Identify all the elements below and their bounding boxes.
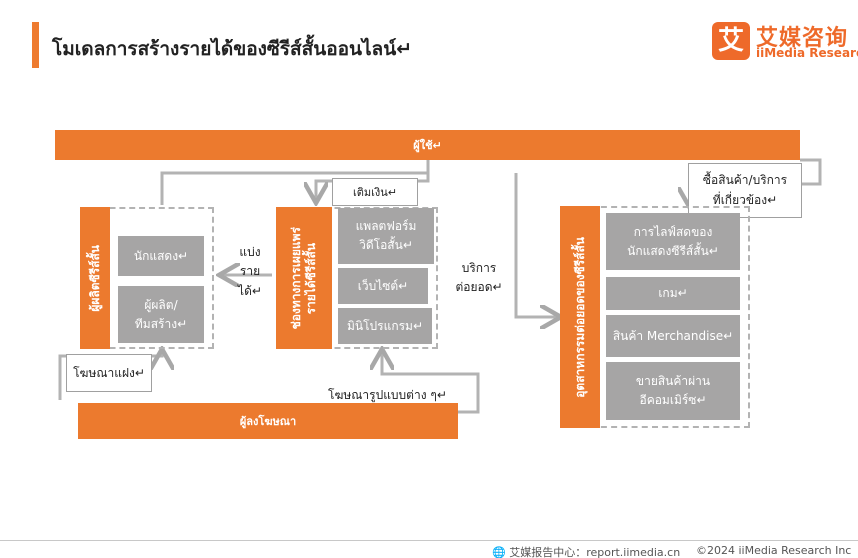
top-up-label: เติมเงิน↵ xyxy=(332,178,418,206)
ad-forms-label: โฆษณารูปแบบต่าง ๆ↵ xyxy=(328,388,447,402)
purchase-label: ซื้อสินค้า/บริการ ที่เกี่ยวข้อง↵ xyxy=(688,163,802,218)
users-bar-label: ผู้ใช้↵ xyxy=(413,139,442,152)
distribution-side-label: ช่องทางการเผยแพร่ รายได้ซีรีส์สั้น xyxy=(289,226,318,330)
industry-item-ecommerce: ขายสินค้าผ่าน อีคอมเมิร์ซ↵ xyxy=(606,362,740,420)
industry-side-bar: อุตสาหกรรมต่อยอดของซีรีส์สั้น xyxy=(560,206,600,428)
purchase-label-text: ซื้อสินค้า/บริการ ที่เกี่ยวข้อง↵ xyxy=(702,173,788,207)
footer-divider xyxy=(0,540,858,541)
brand-logo: 艾 艾媒咨询 iiMedia Research xyxy=(712,20,858,64)
advertisers-bar-label: ผู้ลงโฆษณา xyxy=(239,415,297,428)
footer-source-text: 艾媒报告中心：report.iimedia.cn xyxy=(509,546,681,558)
revenue-split-label: แบ่ง รายได้↵ xyxy=(238,245,262,298)
logo-name-cn: 艾媒咨询 xyxy=(756,26,849,51)
creator-side-bar: ผู้ผลิตซีรีส์สั้น xyxy=(80,207,110,349)
industry-item-games: เกม↵ xyxy=(606,277,740,310)
distribution-item-mini-program: มินิโปรแกรม↵ xyxy=(338,308,432,344)
logo-mark-icon: 艾 xyxy=(712,22,750,60)
industry-side-label: อุตสาหกรรมต่อยอดของซีรีส์สั้น xyxy=(572,236,587,398)
advertisers-bar: ผู้ลงโฆษณา xyxy=(78,403,458,439)
industry-item-livestream: การไลฟ์สดของ นักแสดงซีรีส์สั้น↵ xyxy=(606,213,740,270)
creator-side-label: ผู้ผลิตซีรีส์สั้น xyxy=(87,244,102,312)
value-added-label: บริการ ต่อยอด↵ xyxy=(455,261,503,295)
footer-source: 🌐 艾媒报告中心：report.iimedia.cn xyxy=(492,544,680,558)
industry-item-merchandise: สินค้า Merchandise↵ xyxy=(606,315,740,357)
creator-item-actors: นักแสดง↵ xyxy=(118,236,204,276)
product-placement-label: โฆษณาแฝง↵ xyxy=(66,354,152,392)
globe-icon: 🌐 xyxy=(492,546,506,558)
title-accent-bar xyxy=(32,22,39,68)
footer-copyright: ©2024 iiMedia Research Inc xyxy=(696,544,852,557)
page-title: โมเดลการสร้างรายได้ของซีรีส์สั้นออนไลน์↵ xyxy=(52,38,413,60)
distribution-item-website: เว็บไซต์↵ xyxy=(338,268,428,304)
logo-name-en: iiMedia Research xyxy=(756,46,858,60)
creator-item-producers: ผู้ผลิต/ ทีมสร้าง↵ xyxy=(118,286,204,343)
distribution-side-bar: ช่องทางการเผยแพร่ รายได้ซีรีส์สั้น xyxy=(276,207,332,349)
users-bar: ผู้ใช้↵ xyxy=(55,130,800,160)
distribution-item-short-video: แพลตฟอร์ม วิดีโอสั้น↵ xyxy=(338,208,434,264)
